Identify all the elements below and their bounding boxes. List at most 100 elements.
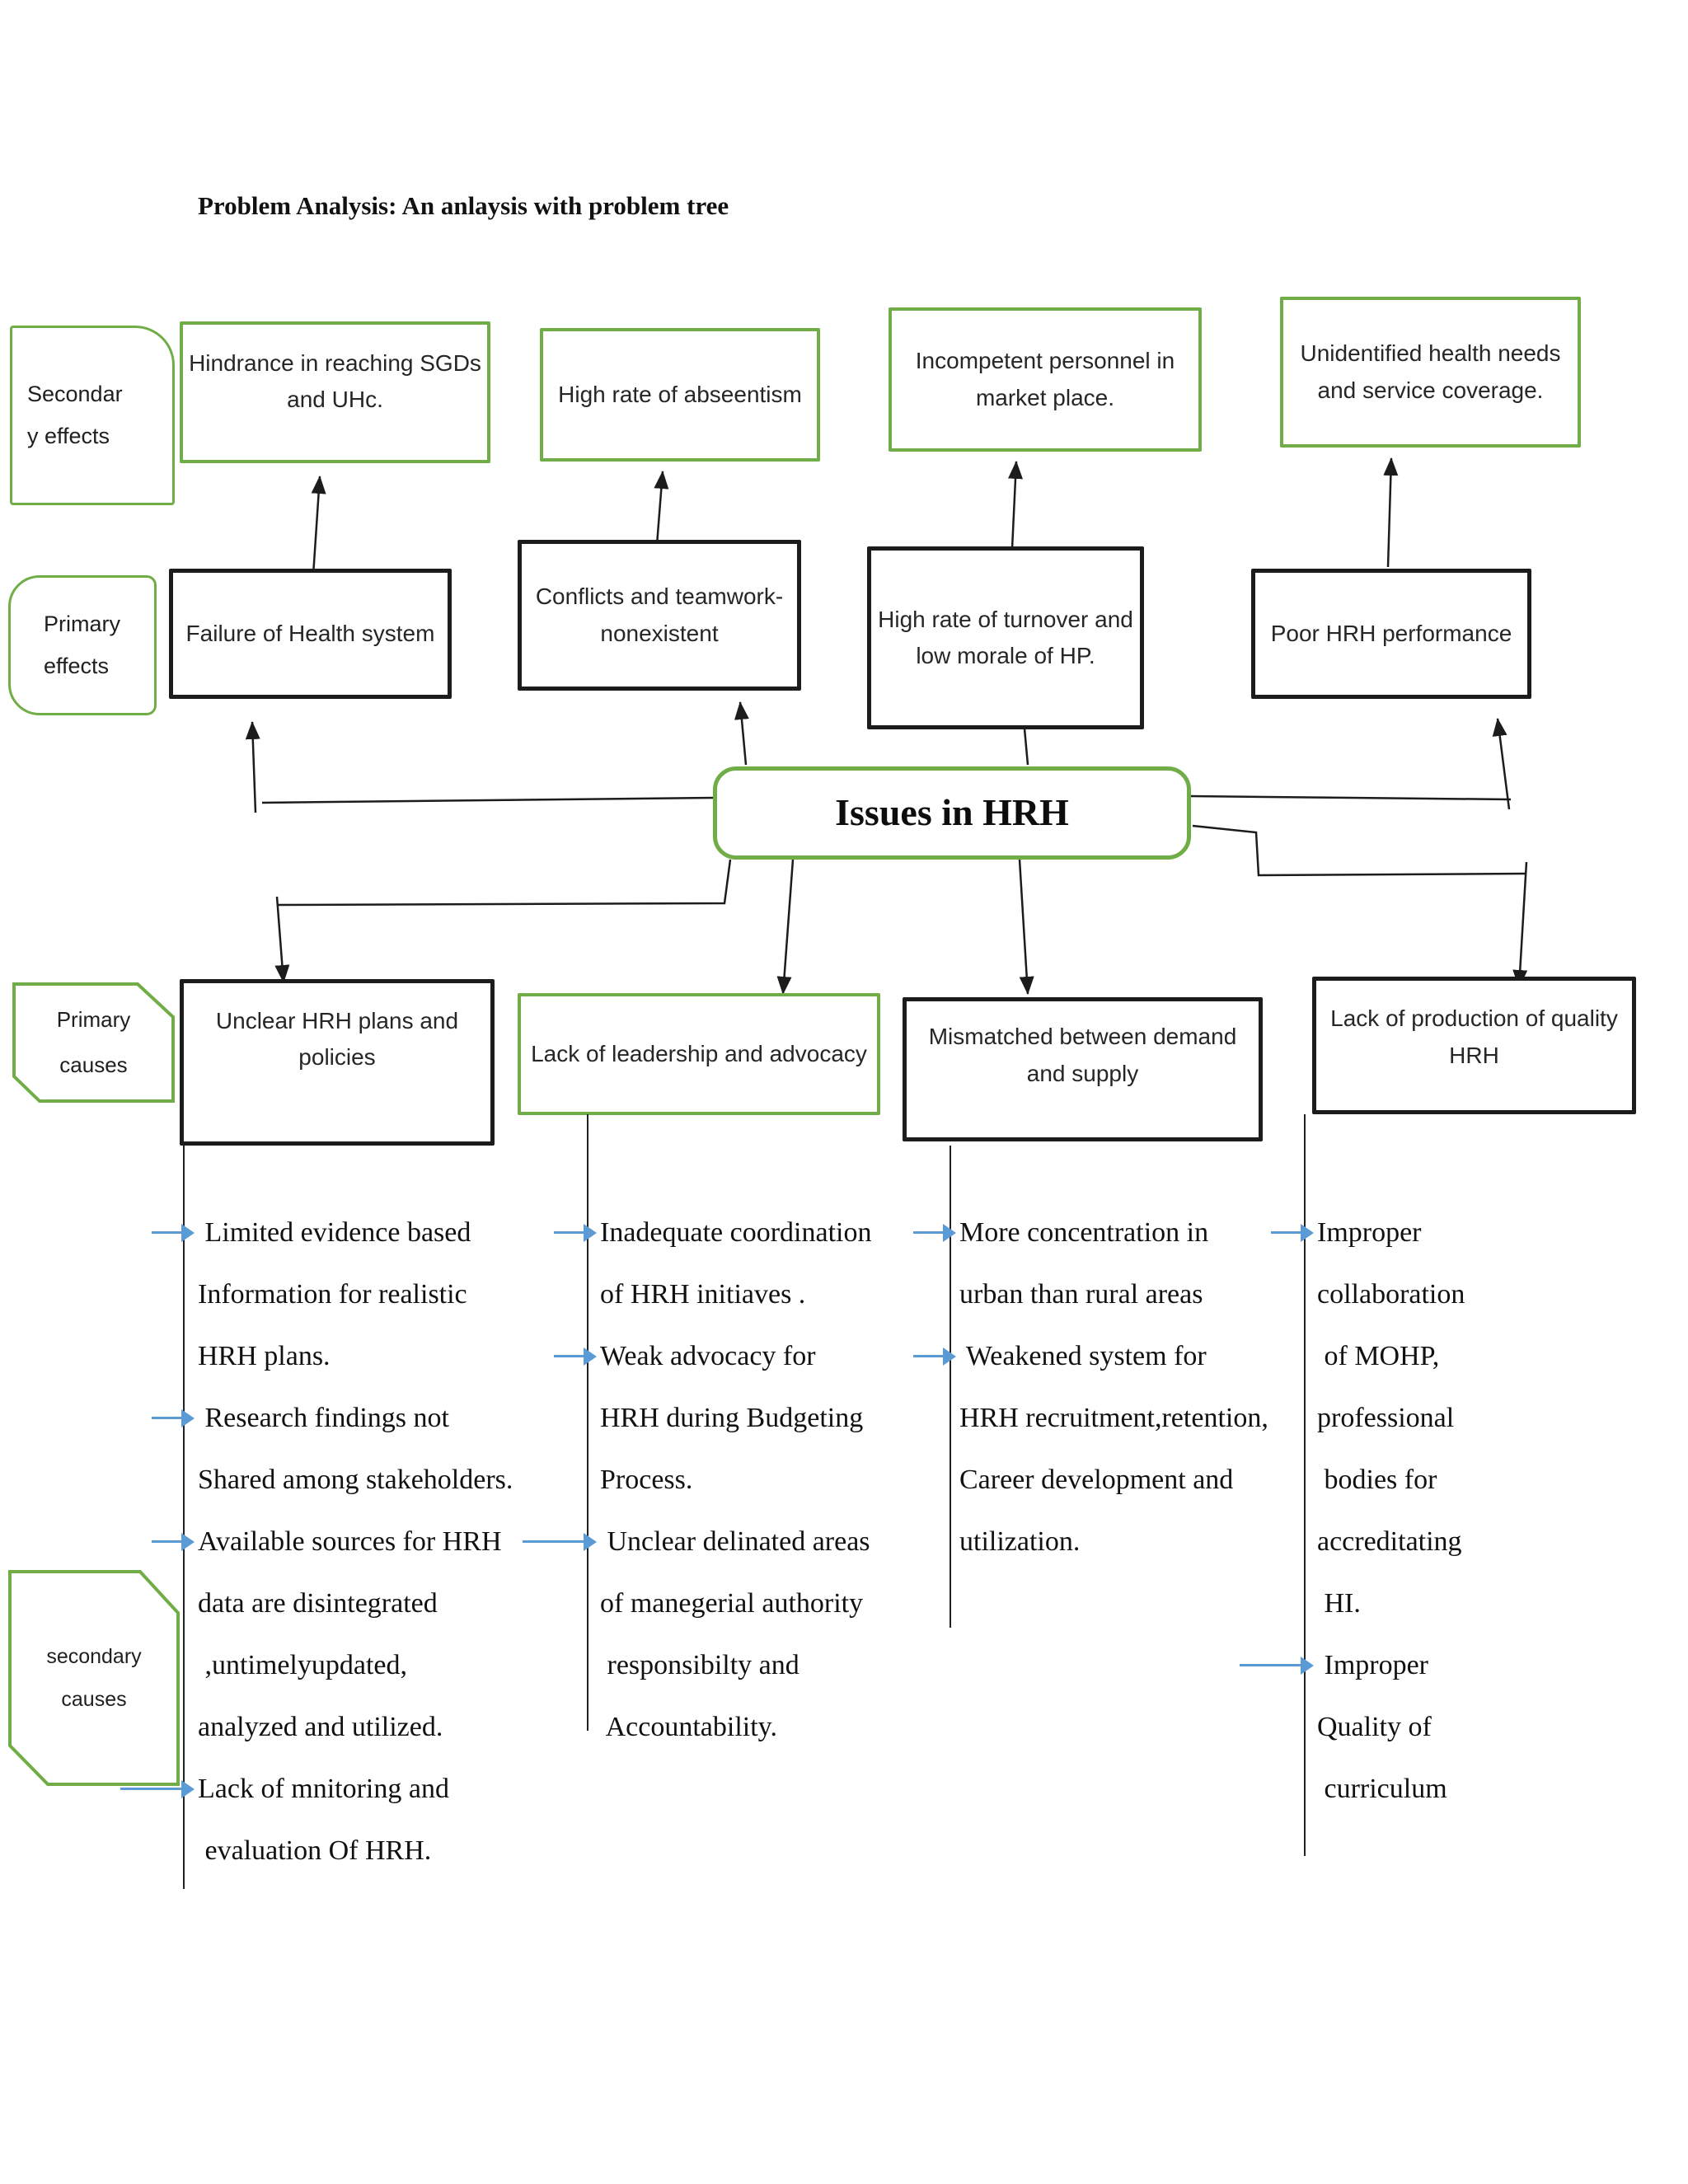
cause-line-text: Quality of (1317, 1712, 1432, 1742)
cause-line: HI. (1317, 1572, 1465, 1634)
arrow-turnover-to-incompetent (1008, 461, 1024, 550)
primary-cause-box-leadership: Lack of leadership and advocacy (518, 993, 880, 1115)
label-text: Primary causes (12, 982, 175, 1103)
label-line: Secondar (27, 381, 123, 406)
cause-line-text: Shared among stakeholders. (198, 1465, 513, 1495)
box-text: High rate of abseentism (558, 381, 802, 407)
primary-effect-box-failure: Failure of Health system (169, 569, 452, 699)
arrow-poorhrh-to-unidentified (1383, 457, 1399, 568)
cause-line: evaluation Of HRH. (198, 1820, 513, 1882)
cause-line: of manegerial authority (600, 1572, 871, 1634)
label-line: causes (61, 1688, 127, 1711)
bullet-arrow-icon (120, 1779, 195, 1798)
cause-line: Improper (1271, 1202, 1465, 1263)
cause-line: analyzed and utilized. (198, 1696, 513, 1758)
line-issues-left (261, 796, 714, 804)
primary-effect-box-turnover: High rate of turnover and low morale of … (867, 546, 1144, 729)
cause-line: data are disintegrated (198, 1572, 513, 1634)
cause-line-text: Information for realistic (198, 1279, 467, 1310)
cause-line-text: of MOHP, (1317, 1341, 1440, 1371)
bullet-arrow-icon (913, 1347, 956, 1366)
central-issue-box: Issues in HRH (713, 766, 1191, 860)
cause-line: More concentration in (913, 1202, 1268, 1263)
page-title: Problem Analysis: An anlaysis with probl… (198, 191, 729, 220)
secondary-effect-box-unidentified: Unidentified health needs and service co… (1280, 297, 1581, 448)
label-line: Primary (44, 611, 120, 636)
box-text: Hindrance in reaching SGDs and UHc. (189, 349, 481, 412)
box-text: Mismatched between demand and supply (928, 1024, 1237, 1086)
arrow-issues-to-failure (245, 721, 260, 813)
cause-line-text: evaluation Of HRH. (198, 1835, 432, 1866)
cause-line: utilization. (959, 1511, 1268, 1572)
cause-line-text: of manegerial authority (600, 1588, 864, 1619)
cause-line-text: Improper (1317, 1650, 1429, 1680)
secondary-effects-label: Secondar y effects (10, 326, 175, 505)
cause-line: professional (1317, 1387, 1465, 1449)
primary-cause-box-unclear-plans: Unclear HRH plans and policies (180, 979, 495, 1146)
cause-line: HRH during Budgeting (600, 1387, 871, 1449)
cause-line: Weakened system for (913, 1325, 1268, 1387)
cause-line-text: HI. (1317, 1588, 1361, 1619)
box-text: Unidentified health needs and service co… (1300, 340, 1561, 403)
label-text: secondary causes (8, 1570, 180, 1786)
cause-line: Research findings not (152, 1387, 513, 1449)
cause-line: HRH plans. (198, 1325, 513, 1387)
primary-effect-box-conflicts: Conflicts and teamwork- nonexistent (518, 540, 801, 691)
cause-line-text: Accountability. (600, 1712, 777, 1742)
label-line: secondary (46, 1644, 142, 1668)
line-issues-step-right (1192, 824, 1527, 877)
cause-line: accreditating (1317, 1511, 1465, 1572)
cause-line: Accountability. (600, 1696, 871, 1758)
arrow-issues-to-production (1512, 861, 1528, 988)
box-text: Lack of production of quality HRH (1330, 1005, 1618, 1068)
cause-line: Improper (1240, 1634, 1465, 1696)
cause-line-text: Inadequate coordination (600, 1217, 872, 1248)
bullet-arrow-icon (152, 1408, 195, 1427)
bullet-arrow-icon (554, 1347, 597, 1366)
bullet-arrow-icon (523, 1532, 597, 1551)
cause-line-text: urban than rural areas (959, 1279, 1203, 1310)
cause-line-text: curriculum (1317, 1774, 1447, 1804)
cause-line-text: Improper (1317, 1217, 1422, 1248)
box-text: Failure of Health system (185, 620, 435, 646)
column-divider-1 (183, 1146, 185, 1889)
primary-cause-box-production: Lack of production of quality HRH (1312, 977, 1636, 1114)
secondary-causes-column-4: Improper collaboration of MOHP, profession… (1240, 1202, 1465, 1820)
primary-effect-box-poorhrh: Poor HRH performance (1251, 569, 1531, 699)
cause-line-text: Research findings not (198, 1403, 450, 1433)
bullet-arrow-icon (152, 1532, 195, 1551)
cause-line-text: Weakened system for (959, 1341, 1207, 1371)
box-text: Unclear HRH plans and policies (215, 1007, 459, 1070)
cause-line: Limited evidence based (152, 1202, 513, 1263)
cause-line: bodies for (1317, 1449, 1465, 1511)
cause-line: collaboration (1317, 1263, 1465, 1325)
cause-line-text: Limited evidence based (198, 1217, 471, 1248)
secondary-causes-column-3: More concentration in urban than rural ar… (913, 1202, 1268, 1572)
cause-line-text: HRH during Budgeting (600, 1403, 864, 1433)
cause-line: Shared among stakeholders. (198, 1449, 513, 1511)
bullet-arrow-icon (554, 1223, 597, 1242)
primary-causes-label: Primary causes (12, 982, 175, 1103)
secondary-effect-box-hindrance: Hindrance in reaching SGDs and UHc. (180, 321, 490, 463)
primary-cause-box-mismatched: Mismatched between demand and supply (903, 997, 1263, 1141)
bullet-arrow-icon (1240, 1656, 1314, 1675)
cause-line: ,untimelyupdated, (198, 1634, 513, 1696)
cause-line: Inadequate coordination (554, 1202, 872, 1263)
cause-line: Quality of (1317, 1696, 1465, 1758)
cause-line: Unclear delinated areas (523, 1511, 871, 1572)
cause-line-text: HRH recruitment,retention, (959, 1403, 1268, 1433)
cause-line-text: HRH plans. (198, 1341, 331, 1371)
cause-line: Lack of mnitoring and (120, 1758, 513, 1820)
box-text: High rate of turnover and low morale of … (878, 606, 1133, 668)
cause-line: responsibilty and (600, 1634, 871, 1696)
arrow-failure-to-hindrance (311, 476, 326, 576)
cause-line-text: accreditating (1317, 1526, 1462, 1557)
cause-line-text: data are disintegrated (198, 1588, 438, 1619)
cause-line-text: Available sources for HRH (198, 1526, 502, 1557)
secondary-causes-label: secondary causes (8, 1570, 180, 1786)
label-line: Primary (56, 1007, 131, 1033)
arrow-issues-to-poorhrh (1492, 718, 1511, 810)
cause-line-text: responsibilty and (600, 1650, 799, 1680)
